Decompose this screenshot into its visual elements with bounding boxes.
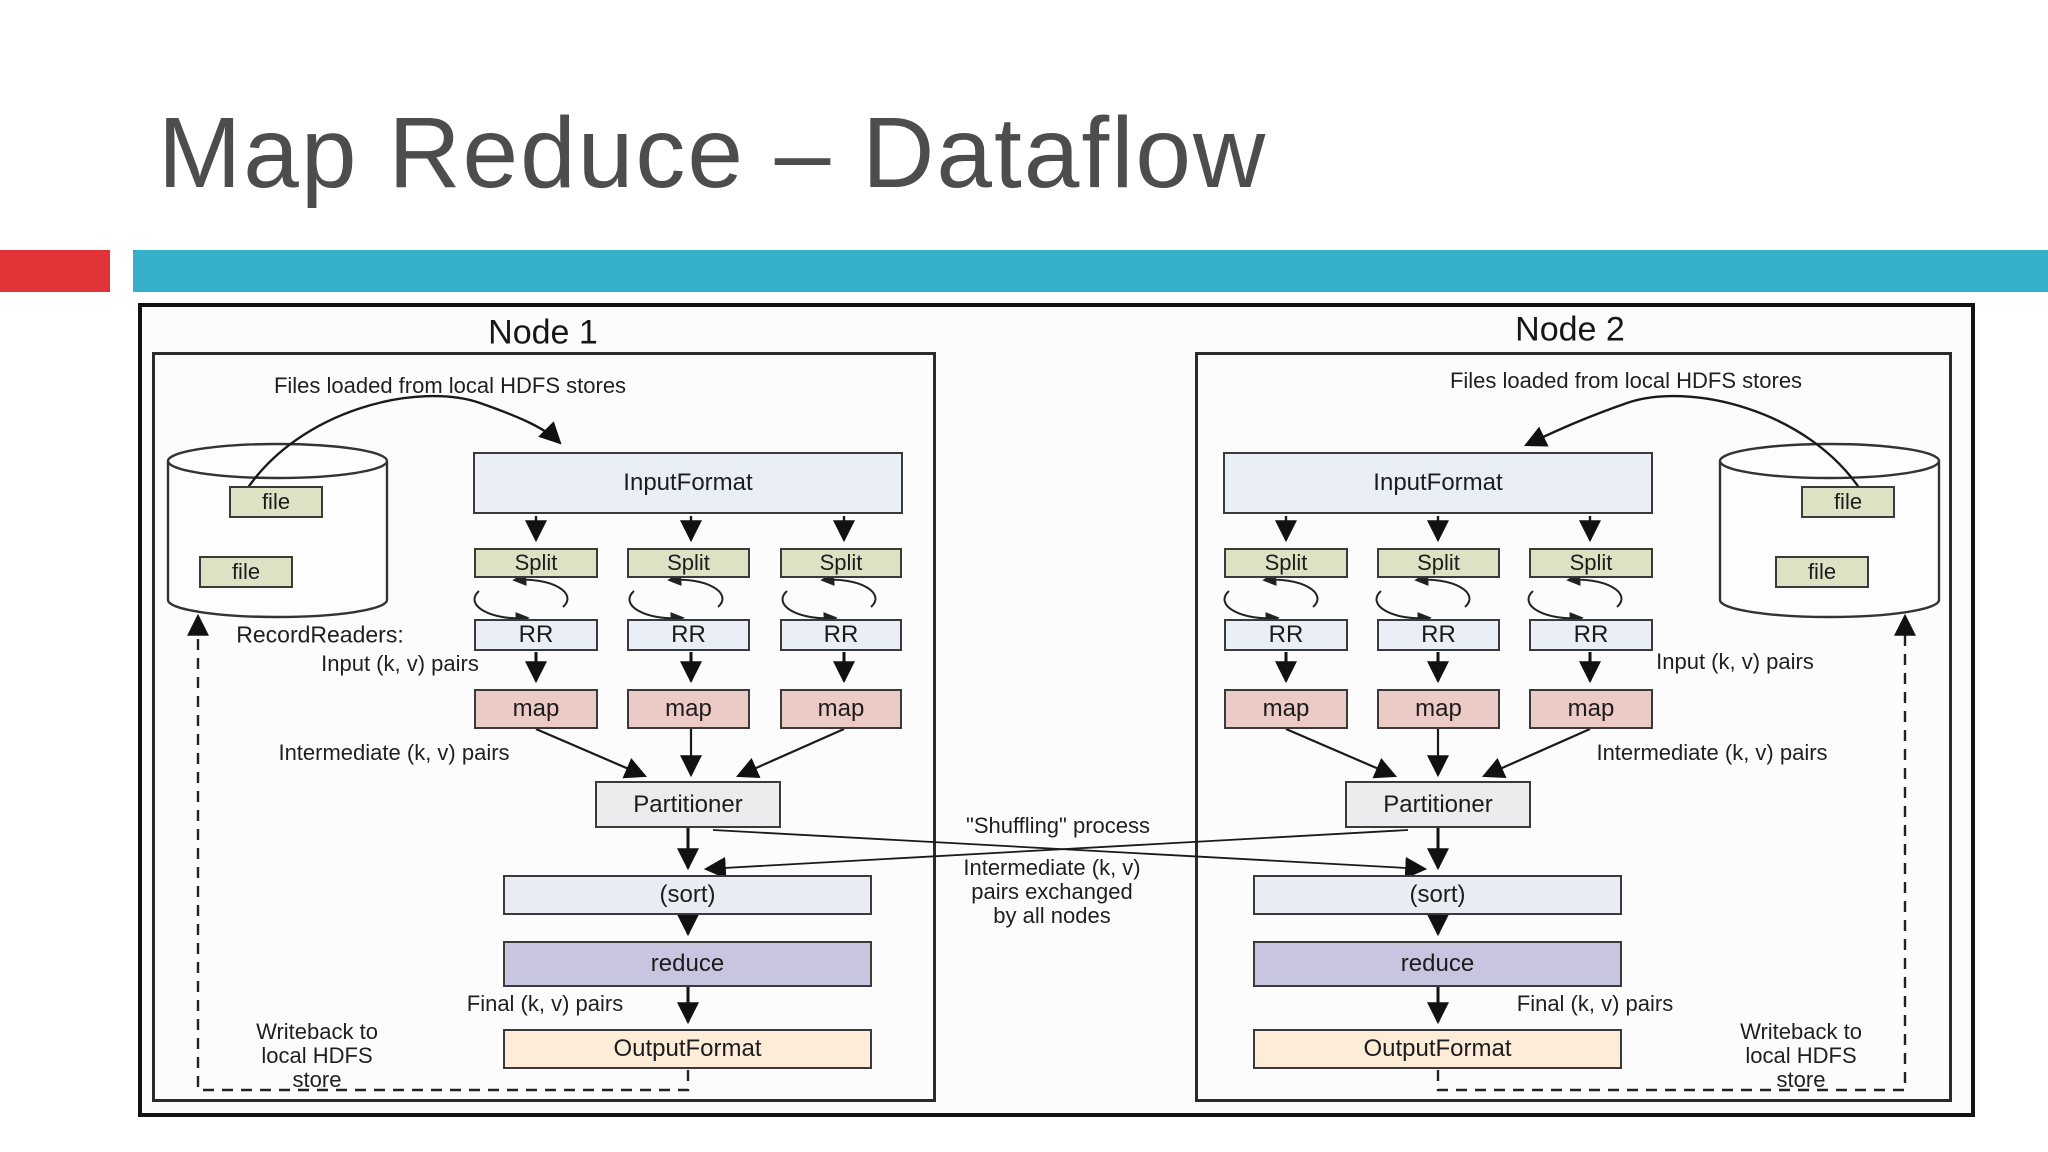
node2-rr-to-map-arrows [1275, 652, 1601, 684]
node1-hdfs-cylinder [166, 442, 389, 619]
node1-split-box-2: Split [627, 548, 750, 578]
exchange-label: Intermediate (k, v) pairs exchanged by a… [963, 855, 1141, 928]
node2-reduce-box: reduce [1253, 941, 1622, 987]
node1-writeback-label: Writeback to local HDFS store [256, 1019, 378, 1092]
diagram-frame [138, 303, 1975, 1117]
node1-file-load-arrow [243, 394, 562, 493]
node2-rr-box-1: RR [1224, 619, 1348, 651]
node1-sort-box: (sort) [503, 875, 872, 915]
node1-recordreaders-label: RecordReaders: [236, 621, 404, 648]
node1-map-box-1: map [474, 689, 598, 729]
node2-split-box-3: Split [1529, 548, 1653, 578]
node2-map-box-2: map [1377, 689, 1500, 729]
node1-rr-box-1: RR [474, 619, 598, 651]
node2-recordreader-loops [1225, 580, 1622, 619]
teal-accent-bar [133, 250, 2048, 292]
node2-file-box-1: file [1801, 486, 1895, 518]
node1-file-box-2: file [199, 556, 293, 588]
node1-rr-to-map-arrows [525, 652, 855, 684]
node1-title: Node 1 [488, 313, 598, 352]
node2-writeback-label: Writeback to local HDFS store [1740, 1019, 1862, 1092]
node2-split-box-1: Split [1224, 548, 1348, 578]
node1-writeback-path [187, 613, 690, 1092]
shuffling-process-label: "Shuffling" process [966, 813, 1150, 838]
node2-box [1195, 352, 1952, 1102]
node2-writeback-path [1436, 613, 1916, 1092]
node2-file-load-arrow [1524, 394, 1864, 493]
node2-map-to-partitioner-arrows [1285, 727, 1591, 779]
node2-sort-box: (sort) [1253, 875, 1622, 915]
node1-recordreader-loops [475, 580, 876, 619]
node1-rr-box-3: RR [780, 619, 902, 651]
node1-file-box-1: file [229, 486, 323, 518]
node1-box [152, 352, 936, 1102]
node2-files-loaded-label: Files loaded from local HDFS stores [1449, 368, 1803, 393]
node1-rr-box-2: RR [627, 619, 750, 651]
node2-title: Node 2 [1515, 310, 1625, 349]
node2-inputformat-box: InputFormat [1223, 452, 1653, 514]
node2-intermediate-pairs-label: Intermediate (k, v) pairs [1596, 740, 1828, 765]
node1-input-pairs-label: Input (k, v) pairs [321, 651, 479, 676]
node1-outputformat-box: OutputFormat [503, 1029, 872, 1069]
node1-split-box-1: Split [474, 548, 598, 578]
node1-files-loaded-label: Files loaded from local HDFS stores [273, 373, 627, 398]
node2-hdfs-cylinder [1718, 442, 1941, 619]
shuffle-line-node2-to-node1 [703, 829, 1409, 879]
node2-map-box-3: map [1529, 689, 1653, 729]
node1-map-box-2: map [627, 689, 750, 729]
node1-map-box-3: map [780, 689, 902, 729]
shuffle-cross-arrows [703, 829, 1428, 879]
node2-split-box-2: Split [1377, 548, 1500, 578]
node1-partitioner-box: Partitioner [595, 781, 781, 828]
node1-intermediate-pairs-label: Intermediate (k, v) pairs [278, 740, 510, 765]
page-title: Map Reduce – Dataflow [158, 97, 1268, 209]
node2-inputformat-to-split-arrows [1275, 516, 1601, 543]
node1-map-to-partitioner-arrows [535, 727, 845, 779]
node2-rr-box-2: RR [1377, 619, 1500, 651]
node2-map-box-1: map [1224, 689, 1348, 729]
node2-partitioner-box: Partitioner [1345, 781, 1531, 828]
red-accent-bar [0, 250, 110, 292]
node1-inputformat-to-split-arrows [525, 516, 855, 543]
node2-input-pairs-label: Input (k, v) pairs [1656, 649, 1814, 674]
node1-final-pairs-label: Final (k, v) pairs [466, 991, 624, 1016]
node2-rr-box-3: RR [1529, 619, 1653, 651]
node1-reduce-box: reduce [503, 941, 872, 987]
node2-final-pairs-label: Final (k, v) pairs [1516, 991, 1674, 1016]
node1-inputformat-box: InputFormat [473, 452, 903, 514]
node2-outputformat-box: OutputFormat [1253, 1029, 1622, 1069]
node1-split-box-3: Split [780, 548, 902, 578]
node2-file-box-2: file [1775, 556, 1869, 588]
